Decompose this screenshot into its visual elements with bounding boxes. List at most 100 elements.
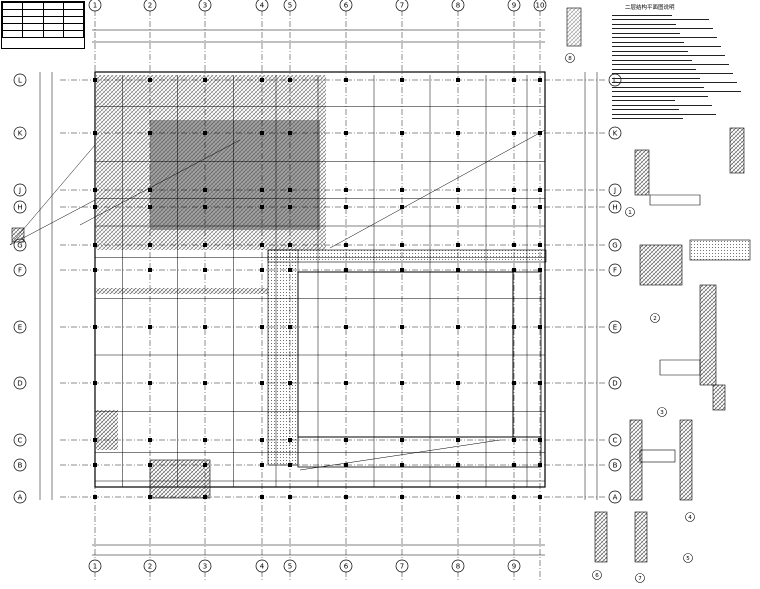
- row-axis-left-B: B: [13, 458, 27, 472]
- note-line: [612, 80, 737, 83]
- note-line: [612, 71, 733, 74]
- svg-text:2: 2: [148, 2, 152, 10]
- detail-mark-6: 6: [592, 570, 602, 580]
- column-axis-top-2: 2: [143, 0, 157, 12]
- svg-text:8: 8: [456, 563, 460, 571]
- row-axis-left-H: H: [13, 200, 27, 214]
- column-axis-top-5: 5: [283, 0, 297, 12]
- svg-text:3: 3: [203, 2, 207, 10]
- svg-text:4: 4: [688, 515, 692, 521]
- column-axis-bottom-5: 5: [283, 559, 297, 573]
- note-line: [612, 48, 688, 52]
- svg-text:7: 7: [638, 576, 642, 582]
- svg-text:2: 2: [148, 563, 152, 571]
- revision-table: [1, 1, 85, 49]
- column-axis-bottom-3: 3: [198, 559, 212, 573]
- note-line: [612, 107, 679, 110]
- row-axis-right-B: B: [608, 458, 622, 472]
- beam-lines: [93, 75, 545, 499]
- row-axis-right-G: G: [608, 238, 622, 252]
- column-axis-top-6: 6: [339, 0, 353, 12]
- column-axis-top-4: 4: [255, 0, 269, 12]
- detail-mark-5: 5: [683, 553, 693, 563]
- svg-text:H: H: [612, 204, 617, 212]
- svg-text:1: 1: [628, 210, 632, 216]
- svg-text:F: F: [18, 267, 22, 275]
- note-line: [612, 98, 675, 101]
- row-axis-left-K: K: [13, 126, 27, 140]
- svg-text:6: 6: [595, 573, 599, 579]
- svg-text:G: G: [17, 242, 22, 250]
- svg-text:7: 7: [400, 2, 404, 10]
- note-line: [612, 12, 672, 16]
- svg-text:J: J: [18, 187, 21, 195]
- svg-text:B: B: [613, 462, 618, 470]
- svg-text:3: 3: [660, 410, 664, 416]
- svg-text:8: 8: [568, 56, 572, 62]
- row-axis-left-D: D: [13, 376, 27, 390]
- note-line: [612, 53, 725, 56]
- note-line: [612, 21, 676, 25]
- svg-text:9: 9: [512, 563, 516, 571]
- svg-text:D: D: [17, 380, 22, 388]
- note-line: [612, 44, 721, 47]
- column-axis-bottom-7: 7: [395, 559, 409, 573]
- note-line: [612, 30, 680, 34]
- svg-text:H: H: [17, 204, 22, 212]
- svg-text:4: 4: [260, 2, 265, 10]
- note-line: [612, 75, 700, 79]
- note-line: [612, 62, 729, 65]
- courtyard-void: [297, 271, 514, 438]
- column-axis-bottom-8: 8: [451, 559, 465, 573]
- svg-text:L: L: [613, 77, 617, 85]
- svg-text:5: 5: [686, 556, 690, 562]
- svg-text:A: A: [18, 494, 23, 502]
- note-line: [612, 116, 683, 119]
- row-axis-left-C: C: [13, 433, 27, 447]
- column-axis-bottom-4: 4: [255, 559, 269, 573]
- detail-mark-1: 1: [625, 207, 635, 217]
- svg-text:5: 5: [288, 563, 292, 571]
- row-axis-left-A: A: [13, 490, 27, 504]
- svg-text:E: E: [18, 324, 22, 332]
- notes-block: [612, 12, 758, 120]
- svg-text:6: 6: [344, 2, 349, 10]
- svg-text:G: G: [612, 242, 617, 250]
- svg-text:C: C: [613, 437, 618, 445]
- svg-text:1: 1: [93, 2, 97, 10]
- row-axis-left-J: J: [13, 183, 27, 197]
- column-axis-top-10: 10: [533, 0, 547, 12]
- detail-mark-3: 3: [657, 407, 667, 417]
- svg-text:7: 7: [400, 563, 404, 571]
- column-axis-top-7: 7: [395, 0, 409, 12]
- row-axis-right-J: J: [608, 183, 622, 197]
- row-axis-right-L: L: [608, 73, 622, 87]
- svg-text:5: 5: [288, 2, 292, 10]
- note-line: [612, 84, 704, 88]
- note-line: [612, 102, 712, 106]
- notes-title: 二层结构平面图说明: [625, 5, 675, 11]
- svg-text:2: 2: [653, 316, 657, 322]
- column-axis-top-8: 8: [451, 0, 465, 12]
- column-axis-bottom-1: 1: [88, 559, 102, 573]
- svg-text:C: C: [18, 437, 23, 445]
- row-axis-left-E: E: [13, 320, 27, 334]
- svg-text:K: K: [613, 130, 618, 138]
- note-line: [612, 35, 717, 38]
- column-axis-bottom-6: 6: [339, 559, 353, 573]
- row-axis-right-C: C: [608, 433, 622, 447]
- note-line: [612, 17, 709, 20]
- svg-text:E: E: [613, 324, 617, 332]
- detail-mark-8: 8: [565, 53, 575, 63]
- structural-grid: [60, 10, 605, 580]
- svg-text:6: 6: [344, 563, 349, 571]
- column-axis-top-3: 3: [198, 0, 212, 12]
- svg-text:4: 4: [260, 563, 265, 571]
- note-line: [612, 39, 684, 43]
- row-axis-right-D: D: [608, 376, 622, 390]
- note-line: [612, 89, 741, 92]
- column-axis-bottom-2: 2: [143, 559, 157, 573]
- slab-strip-vertical: [267, 249, 299, 466]
- svg-text:3: 3: [203, 563, 207, 571]
